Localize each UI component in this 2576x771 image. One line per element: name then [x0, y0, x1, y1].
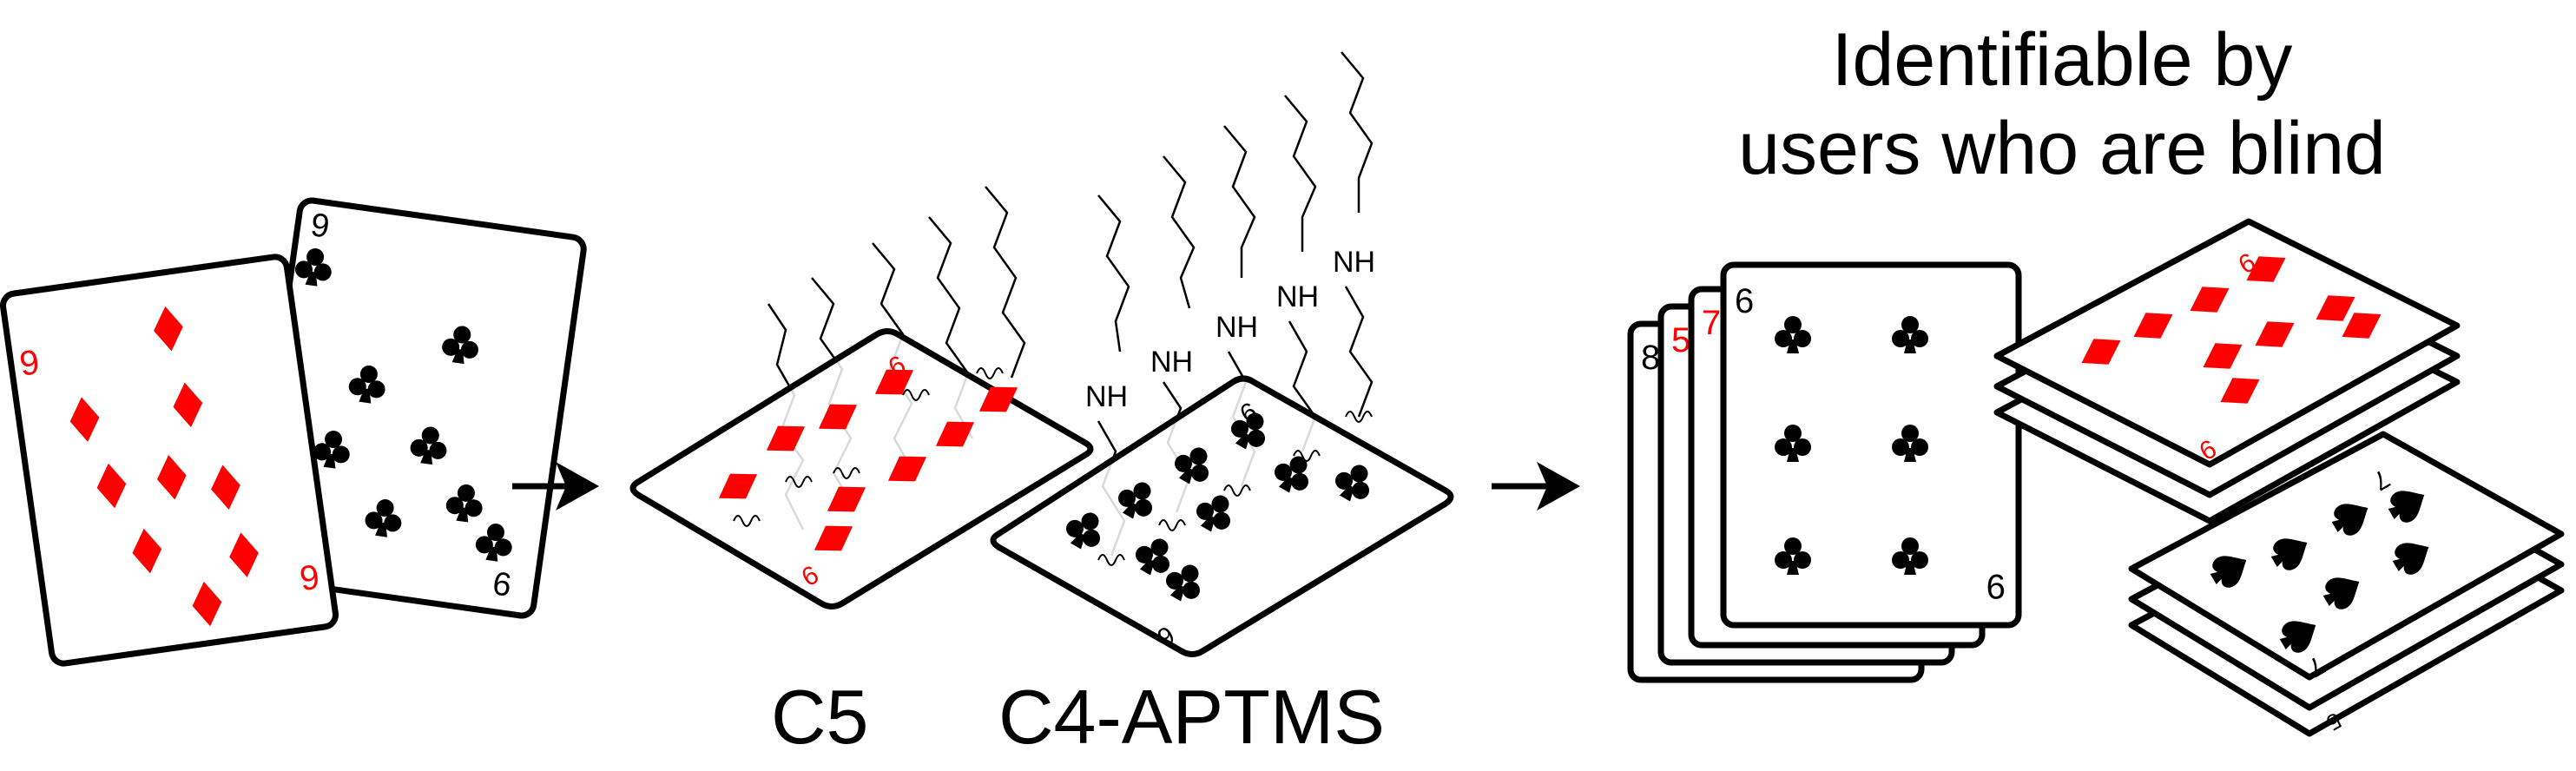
outcome-title-line1: Identifiable by: [1831, 18, 2293, 102]
diamond-card-plain: 9 9: [0, 254, 339, 667]
c4-aptms-coated-card: NH NH NH NH NH 9 6: [990, 51, 1454, 657]
diamond-card-stack-flat: 9 9: [1993, 218, 2461, 524]
stack-card-front-rank-top: 6: [1735, 282, 1754, 320]
outcome-title-line2: users who are blind: [1738, 107, 2386, 190]
stack-card-1-rank: 8: [1641, 339, 1660, 377]
label-c4-aptms: C4-APTMS: [998, 674, 1385, 760]
stack-card-2-rank: 5: [1671, 321, 1690, 359]
spade-card-stack-flat: 7 7 5: [2128, 431, 2565, 737]
stack-card-3-rank: 7: [1702, 304, 1721, 342]
stack-card-front: 6 9: [1720, 261, 2022, 629]
amine-label-5: NH: [1333, 246, 1375, 279]
label-c5: C5: [771, 674, 869, 760]
amine-labels: NH NH NH NH NH: [1084, 243, 1383, 413]
outcome-title: Identifiable by users who are blind: [1654, 16, 2470, 193]
amine-label-2: NH: [1150, 346, 1193, 379]
c5-coated-card: 9 9: [629, 186, 1094, 610]
fanned-card-stack: 8 5 7 6 9: [1627, 261, 2022, 683]
arrow-right-icon: [512, 462, 599, 511]
amine-label-3: NH: [1216, 311, 1258, 344]
stack-card-front-rank-bottom: 9: [1986, 567, 2006, 605]
plain-cards-group: 9 6 9 9: [0, 197, 587, 667]
amine-label-4: NH: [1276, 280, 1319, 313]
amine-label-1: NH: [1085, 380, 1128, 413]
arrow-right-icon: [1492, 462, 1580, 511]
